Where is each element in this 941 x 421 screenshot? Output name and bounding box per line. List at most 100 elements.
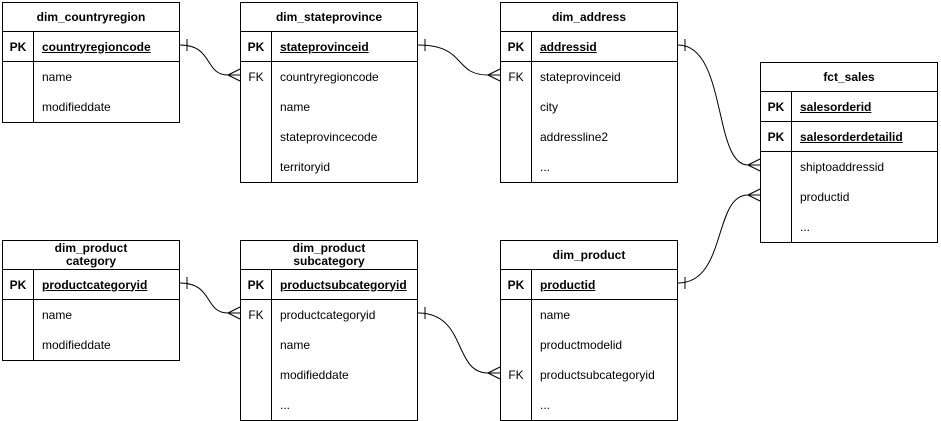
field-cell: productsubcategoryid [272, 270, 417, 299]
key-cell [241, 92, 272, 122]
key-cell: PK [3, 270, 34, 299]
relationship-line[interactable] [179, 282, 229, 314]
key-cell [501, 330, 532, 360]
crow-foot-many-icon [747, 158, 761, 172]
field-name: addressline2 [540, 130, 609, 144]
relationship-category-to-subcategory[interactable] [179, 277, 241, 320]
table-row-dim_address-4[interactable]: ... [501, 152, 677, 182]
table-row-dim_stateprovince-3[interactable]: stateprovincecode [241, 122, 417, 152]
table-row-dim_stateprovince-4[interactable]: territoryid [241, 152, 417, 182]
table-row-dim_countryregion-1[interactable]: name [3, 62, 179, 92]
field-name: name [42, 308, 73, 322]
field-name: modifieddate [42, 100, 111, 114]
key-cell: FK [501, 62, 532, 92]
relationship-countryregion-to-stateprovince[interactable] [179, 39, 241, 82]
field-name: salesorderdetailid [800, 129, 903, 144]
field-cell: shiptoaddressid [792, 152, 937, 182]
table-row-dim_product-1[interactable]: name [501, 300, 677, 330]
relationship-line[interactable] [179, 44, 229, 76]
table-row-dim_stateprovince-2[interactable]: name [241, 92, 417, 122]
table-title-dim_product: dim_product [501, 241, 677, 270]
table-row-fct_sales-3[interactable]: productid [761, 182, 937, 212]
crow-foot-many-icon [227, 306, 241, 320]
table-row-dim_productsubcategory-4[interactable]: ... [241, 390, 417, 420]
key-cell: PK [501, 270, 532, 299]
table-title-line: dim_product [552, 247, 626, 262]
table-row-dim_address-3[interactable]: addressline2 [501, 122, 677, 152]
relationship-line[interactable] [677, 194, 749, 284]
field-cell: countryregioncode [34, 32, 179, 61]
crow-foot-many-icon [227, 68, 241, 82]
field-name: city [540, 100, 558, 114]
table-row-fct_sales-4[interactable]: ... [761, 212, 937, 242]
key-cell: FK [241, 62, 272, 92]
key-cell [3, 62, 34, 92]
field-cell: name [272, 330, 417, 360]
table-row-dim_productsubcategory-2[interactable]: name [241, 330, 417, 360]
key-cell [241, 390, 272, 420]
field-name: name [540, 308, 571, 322]
table-title-line: dim_address [551, 9, 627, 24]
field-name: productid [800, 190, 850, 204]
key-cell: PK [501, 32, 532, 61]
key-cell [761, 152, 792, 182]
field-cell: modifieddate [34, 92, 179, 122]
key-cell [3, 92, 34, 122]
field-cell: salesorderdetailid [792, 122, 937, 151]
relationship-product-to-sales[interactable] [677, 188, 761, 289]
table-row-dim_product-4[interactable]: ... [501, 390, 677, 420]
key-cell [3, 300, 34, 330]
relationship-address-to-sales[interactable] [677, 39, 761, 172]
relationship-line[interactable] [417, 312, 489, 374]
field-cell: stateprovincecode [272, 122, 417, 152]
table-title-dim_countryregion: dim_countryregion [3, 3, 179, 32]
relationship-line[interactable] [417, 44, 489, 76]
relationship-line[interactable] [677, 44, 749, 166]
table-row-fct_sales-2[interactable]: shiptoaddressid [761, 152, 937, 182]
table-row-dim_productsubcategory-3[interactable]: modifieddate [241, 360, 417, 390]
table-row-dim_productcategory-2[interactable]: modifieddate [3, 330, 179, 360]
table-row-dim_productcategory-1[interactable]: name [3, 300, 179, 330]
table-row-dim_product-2[interactable]: productmodelid [501, 330, 677, 360]
table-title-line: dim_product [292, 241, 366, 255]
field-cell: name [272, 92, 417, 122]
field-cell: ... [272, 390, 417, 420]
crow-foot-many-icon [487, 68, 501, 82]
key-cell: PK [761, 92, 792, 121]
crow-foot-many-icon [487, 366, 501, 380]
relationship-stateprovince-to-address[interactable] [417, 39, 501, 82]
field-name: name [280, 100, 311, 114]
field-name: stateprovincecode [280, 130, 378, 144]
field-cell: productid [792, 182, 937, 212]
table-row-dim_address-2[interactable]: city [501, 92, 677, 122]
key-cell [501, 92, 532, 122]
table-title-line: dim_product [54, 241, 128, 255]
relationship-subcategory-to-product[interactable] [417, 307, 501, 380]
field-cell: countryregioncode [272, 62, 417, 92]
field-cell: name [34, 62, 179, 92]
key-cell [761, 212, 792, 242]
field-cell: productcategoryid [34, 270, 179, 299]
table-row-dim_countryregion-2[interactable]: modifieddate [3, 92, 179, 122]
